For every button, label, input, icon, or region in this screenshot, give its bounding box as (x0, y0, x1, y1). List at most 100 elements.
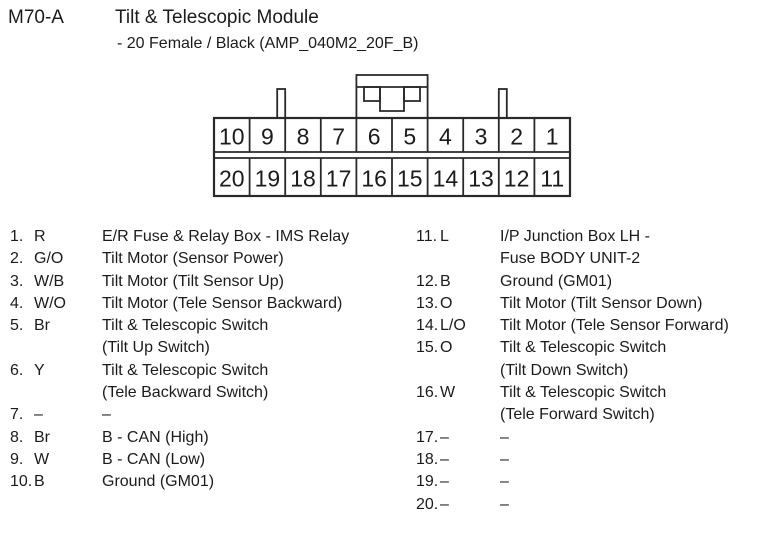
pin-description-line: Tilt & Telescopic Switch (102, 317, 269, 335)
pin-cell-number: 16 (361, 166, 387, 192)
wire-color-code: B (440, 272, 451, 290)
pin-cell-number: 2 (510, 124, 523, 150)
pin-description-line: (Tele Backward Switch) (102, 384, 269, 402)
connector-latch (355, 74, 429, 119)
pin-number: 7. (10, 406, 24, 424)
wire-color-code: L (440, 228, 449, 245)
pin-description-line: Tilt & Telescopic Switch (102, 361, 269, 379)
pin-row: 16.W Tilt & Telescopic Switch(Tele Forwa… (416, 382, 768, 427)
pin-description-line: B - CAN (Low) (102, 450, 206, 468)
pin-cell-number: 17 (326, 166, 352, 192)
pin-row: 7.– – (10, 404, 406, 426)
pin-description-line: – (500, 495, 509, 513)
pin-row: 5.Br Tilt & Telescopic Switch(Tilt Up Sw… (10, 315, 406, 360)
pin-cell-number: 6 (368, 124, 381, 150)
wire-color-code: W (34, 450, 50, 468)
pin-description-line: (Tilt Down Switch) (500, 361, 629, 379)
pin-description-line: – (102, 406, 111, 424)
pin-number: 11. (416, 228, 438, 245)
wire-color-code: L/O (440, 317, 466, 335)
pin-number: 20. (416, 495, 439, 513)
pin-cell-number: 18 (290, 166, 316, 192)
wire-color-code: – (440, 450, 449, 468)
wire-color-code: W/B (34, 272, 65, 290)
pin-list-left: 1. R E/R Fuse & Relay Box - IMS Relay 2. G… (10, 226, 406, 494)
pin-description-line: Tilt Motor (Tilt Sensor Up) (102, 272, 284, 290)
pin-number: 4. (10, 294, 24, 312)
pin-row: 1. R E/R Fuse & Relay Box - IMS Relay (10, 226, 406, 248)
pin-description-line: Tilt & Telescopic Switch (500, 339, 667, 357)
wire-color-code: W (440, 384, 456, 402)
pin-number: 15. (416, 339, 439, 357)
connector-diagram: 10 9 8 7 6 5 4 3 2 1 20 19 18 17 16 15 1… (212, 74, 572, 198)
pin-row: 4. W/O Tilt Motor (Tele Sensor Backward) (10, 293, 406, 315)
pin-description-line: E/R Fuse & Relay Box - IMS Relay (102, 228, 350, 245)
pin-description-line: Tilt & Telescopic Switch (500, 384, 667, 402)
pin-row: 15.O Tilt & Telescopic Switch (Tilt Down … (416, 337, 768, 382)
pin-cell-number: 10 (219, 124, 245, 150)
wire-color-code: B (34, 473, 45, 491)
pin-cell-number: 12 (504, 166, 530, 192)
pin-cell-number: 1 (546, 124, 559, 150)
pin-number: 9. (10, 450, 24, 468)
pin-number: 18. (416, 450, 439, 468)
pin-cell-number: 8 (297, 124, 310, 150)
wire-color-code: Br (34, 428, 50, 446)
pin-cell-number: 5 (403, 124, 416, 150)
pin-row: 14.L/O Tilt Motor (Tele Sensor Forward) (416, 315, 768, 337)
pin-description-line: Tilt Motor (Sensor Power) (102, 250, 284, 268)
pin-description-line: Ground (GM01) (102, 473, 215, 491)
pin-cell-number: 15 (397, 166, 423, 192)
connector-tab-right (497, 88, 508, 119)
pin-cell-number: 4 (439, 124, 452, 150)
pin-description-line: – (500, 450, 509, 468)
wire-color-code: – (440, 495, 449, 513)
pin-row: 6.Y Tilt & Telescopic Switch(Tele Backwa… (10, 360, 406, 405)
pin-number: 19. (416, 473, 439, 491)
pin-number: 12. (416, 272, 439, 290)
wire-color-code: – (440, 428, 449, 446)
pin-cell-number: 19 (255, 166, 281, 192)
wire-color-code: Br (34, 317, 50, 335)
connector-id: M70-A (8, 7, 64, 28)
pin-number: 2. (10, 250, 24, 268)
pin-number: 5. (10, 317, 24, 335)
connector-body (212, 116, 572, 198)
wire-color-code: O (440, 339, 453, 357)
pin-cell-number: 20 (219, 166, 245, 192)
pin-row: 12.B Ground (GM01) (416, 271, 768, 293)
pin-description-line: – (500, 473, 509, 491)
pin-row: 3. W/B Tilt Motor (Tilt Sensor Up) (10, 271, 406, 293)
wire-color-code: R (34, 228, 46, 245)
pin-row: 20.– – (416, 494, 768, 516)
pin-number: 3. (10, 272, 24, 290)
pin-row: 8.Br B - CAN (High) (10, 427, 406, 449)
pin-description-line: Tilt Motor (Tele Sensor Forward) (500, 317, 729, 335)
wire-color-code: G/O (34, 250, 64, 268)
pin-row: 13.O Tilt Motor (Tilt Sensor Down) (416, 293, 768, 315)
pin-row: 10.B Ground (GM01) (10, 471, 406, 493)
pin-description-line: Ground (GM01) (500, 272, 613, 290)
pin-description-line: Tilt Motor (Tilt Sensor Down) (500, 294, 703, 312)
wire-color-code: W/O (34, 294, 66, 312)
pin-cell-number: 14 (433, 166, 459, 192)
wire-color-code: O (440, 294, 453, 312)
pin-number: 13. (416, 294, 439, 312)
pin-description-line: Tilt Motor (Tele Sensor Backward) (102, 294, 343, 312)
pin-cell-number: 9 (261, 124, 274, 150)
pin-description-line: – (500, 428, 509, 446)
pin-cell-number: 7 (332, 124, 345, 150)
pin-row: 2. G/O Tilt Motor (Sensor Power) (10, 248, 406, 270)
pin-number: 17. (416, 428, 439, 446)
pin-cell-number: 3 (475, 124, 488, 150)
wire-color-code: Y (34, 361, 45, 379)
wire-color-code: – (440, 473, 449, 491)
pin-description-line: B - CAN (High) (102, 428, 209, 446)
pin-number: 10. (10, 473, 33, 491)
pin-row: 17.– – (416, 427, 768, 449)
pin-description-line: I/P Junction Box LH - (500, 228, 650, 245)
connector-subtitle: - 20 Female / Black (AMP_040M2_20F_B) (117, 35, 419, 52)
pin-row: 11.L I/P Junction Box LH - Fuse BODY UNIT… (416, 226, 768, 271)
pin-description-line: Fuse BODY UNIT-2 (500, 250, 641, 268)
pin-number: 1. (10, 228, 24, 245)
